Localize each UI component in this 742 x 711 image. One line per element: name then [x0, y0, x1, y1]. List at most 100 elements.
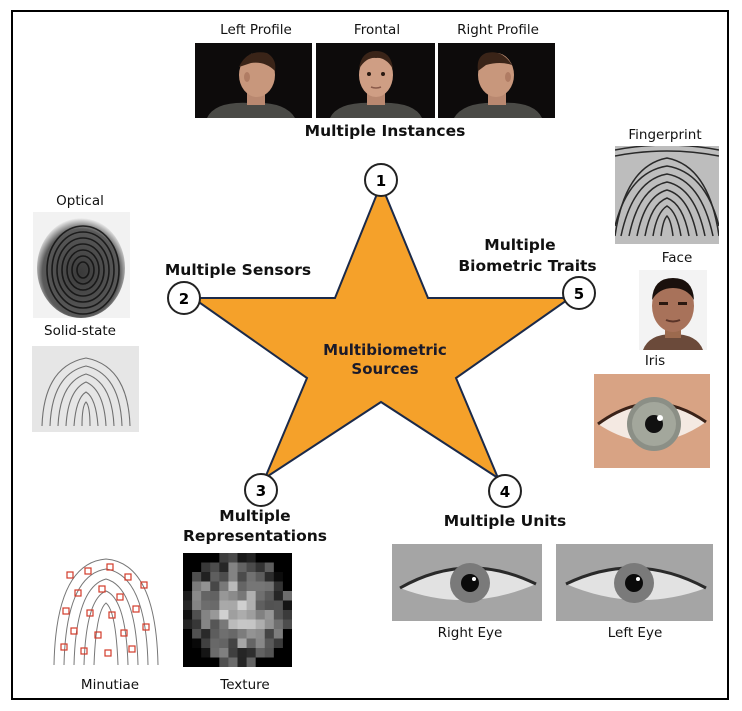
texture-cell [238, 648, 248, 658]
texture-cell [283, 629, 292, 639]
texture-cell [210, 553, 220, 563]
texture-cell [256, 629, 266, 639]
texture-cell [283, 553, 292, 563]
texture-cell [274, 620, 284, 630]
texture-cell [192, 629, 202, 639]
texture-cell [256, 563, 266, 573]
face-frontal-image [316, 43, 435, 118]
label-solid-state: Solid-state [25, 323, 135, 339]
minutia-marker [63, 608, 69, 614]
star-shape [193, 184, 570, 478]
texture-cell [201, 658, 211, 668]
texture-cell [219, 572, 229, 582]
texture-cell [192, 610, 202, 620]
texture-cell [283, 582, 292, 592]
texture-cell [265, 610, 275, 620]
texture-cell [247, 648, 257, 658]
texture-cell [210, 582, 220, 592]
texture-cell [274, 610, 284, 620]
texture-cell [265, 553, 275, 563]
label-right-eye: Right Eye [415, 625, 525, 641]
source-1-number: 1 [376, 172, 386, 190]
texture-cell [183, 563, 193, 573]
title-multiple-units: Multiple Units [410, 512, 600, 530]
texture-cell [256, 553, 266, 563]
minutia-marker [105, 650, 111, 656]
title-multiple-traits-line2: Biometric Traits [440, 257, 615, 275]
texture-cell [201, 629, 211, 639]
texture-cell [274, 601, 284, 611]
texture-cell [238, 610, 248, 620]
texture-cell [247, 582, 257, 592]
texture-cell [238, 582, 248, 592]
texture-cell [274, 629, 284, 639]
label-left-eye: Left Eye [580, 625, 690, 641]
texture-cell [228, 582, 238, 592]
texture-cell [265, 620, 275, 630]
texture-cell [238, 658, 248, 668]
texture-cell [210, 610, 220, 620]
texture-cell [192, 601, 202, 611]
texture-cell [238, 629, 248, 639]
texture-cell [201, 620, 211, 630]
texture-cell [247, 629, 257, 639]
texture-cell [274, 658, 284, 668]
texture-cell [238, 601, 248, 611]
texture-cell [228, 601, 238, 611]
texture-cell [192, 572, 202, 582]
texture-cell [274, 639, 284, 649]
texture-cell [183, 639, 193, 649]
label-right-profile: Right Profile [438, 22, 558, 38]
texture-cell [228, 591, 238, 601]
texture-cell [183, 582, 193, 592]
texture-cell [256, 610, 266, 620]
texture-cell [192, 553, 202, 563]
minutia-marker [61, 644, 67, 650]
texture-cell [238, 553, 248, 563]
minutia-marker [85, 568, 91, 574]
texture-cell [201, 563, 211, 573]
texture-cell [274, 572, 284, 582]
texture-cell [219, 553, 229, 563]
texture-cell [247, 601, 257, 611]
source-marker-3: 3 [245, 474, 277, 506]
texture-cell [256, 658, 266, 668]
source-4-number: 4 [500, 483, 510, 501]
texture-cell [183, 648, 193, 658]
face-trait-image [639, 270, 707, 350]
texture-cell [283, 610, 292, 620]
texture-representation-image [183, 553, 292, 667]
source-marker-2: 2 [168, 282, 200, 314]
texture-cell [256, 601, 266, 611]
texture-cell [183, 620, 193, 630]
texture-cell [219, 648, 229, 658]
left-eye-image [556, 544, 713, 621]
texture-cell [183, 610, 193, 620]
texture-cell [183, 572, 193, 582]
face-right-profile-image [438, 43, 555, 118]
texture-cell [219, 601, 229, 611]
texture-cell [228, 610, 238, 620]
source-marker-1: 1 [365, 164, 397, 196]
texture-cell [210, 572, 220, 582]
texture-cell [192, 582, 202, 592]
texture-cell [274, 648, 284, 658]
source-3-number: 3 [256, 482, 266, 500]
title-multiple-traits-line1: Multiple [440, 236, 600, 254]
minutia-marker [117, 594, 123, 600]
texture-cell [283, 591, 292, 601]
label-minutiae: Minutiae [55, 677, 165, 693]
label-face: Face [622, 250, 732, 266]
texture-cell [238, 572, 248, 582]
minutia-marker [143, 624, 149, 630]
minutia-marker [99, 586, 105, 592]
title-multiple-representations-line2: Representations [155, 527, 355, 545]
texture-cell [265, 563, 275, 573]
source-marker-4: 4 [489, 475, 521, 507]
texture-cell [256, 591, 266, 601]
solid-state-fingerprint-image [32, 346, 139, 432]
texture-cell [256, 620, 266, 630]
texture-cell [201, 582, 211, 592]
texture-cell [283, 648, 292, 658]
texture-cell [192, 648, 202, 658]
